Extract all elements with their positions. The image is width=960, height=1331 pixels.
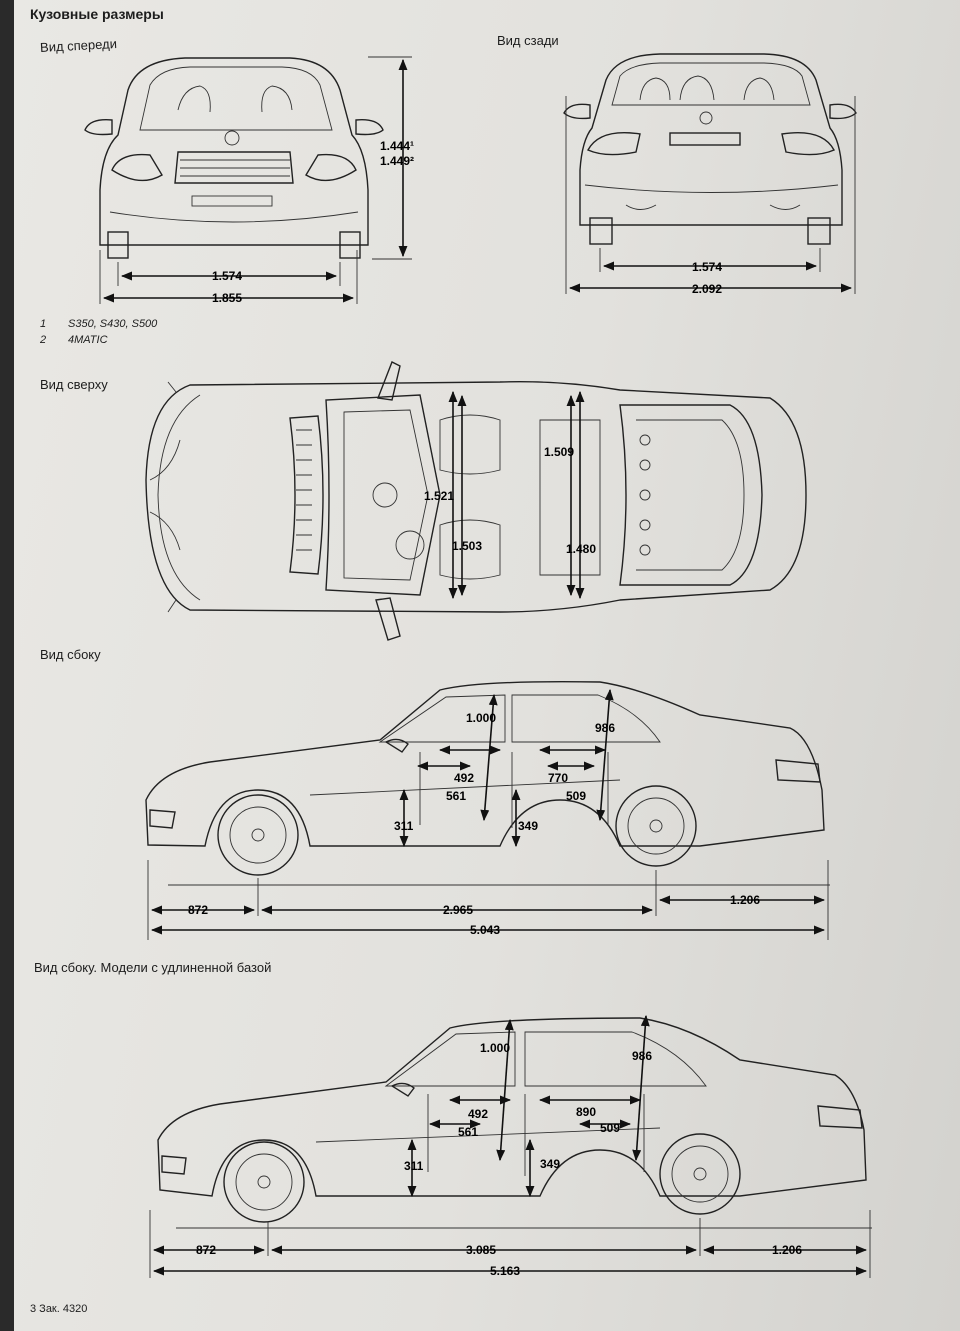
side-length-label: 5.043 (470, 923, 500, 937)
side-view-dimensions (147, 688, 830, 940)
footnote-1-text: S350, S430, S500 (68, 318, 158, 330)
long-front-headroom-label: 1.000 (480, 1041, 510, 1055)
top-front-width-label: 1.521 (424, 489, 454, 503)
rear-width-label: 2.092 (692, 282, 722, 296)
side-rear-legroom-label: 770 (548, 771, 568, 785)
side-front-headroom-label: 1.000 (466, 711, 496, 725)
side-view-car (145, 680, 825, 876)
top-view-car (145, 361, 807, 641)
side-front-overhang-label: 872 (188, 903, 208, 917)
rear-view-car (563, 53, 857, 245)
footnote-2-number: 2 (40, 334, 47, 346)
side-rear-seat-height-label: 349 (518, 819, 538, 833)
label-rear-view: Вид сзади (497, 33, 559, 48)
long-rear-seat-height-label: 349 (540, 1157, 560, 1171)
top-rear-shoulder-label: 1.480 (566, 542, 596, 556)
long-front-seat-label: 561 (458, 1125, 478, 1139)
side-rear-headroom-label: 986 (595, 721, 615, 735)
footnote-1-number: 1 (40, 318, 47, 330)
side-long-view-dimensions (149, 1014, 872, 1278)
rear-view-dimensions (565, 96, 856, 294)
front-height-label-2: 1.449² (380, 154, 414, 168)
side-front-seat-label: 561 (446, 789, 466, 803)
side-rear-seat-label: 509 (566, 789, 586, 803)
front-height-label-1: 1.444¹ (380, 139, 414, 153)
label-top-view: Вид сверху (40, 377, 108, 392)
label-side-view: Вид сбоку (40, 647, 101, 662)
top-front-shoulder-label: 1.503 (452, 539, 482, 553)
side-front-seat-height-label: 311 (394, 819, 414, 833)
front-track-label: 1.574 (212, 269, 242, 283)
label-side-long-view: Вид сбоку. Модели с удлиненной базой (34, 960, 272, 975)
front-view-car (84, 57, 384, 259)
side-front-legroom-label: 492 (454, 771, 474, 785)
long-length-label: 5.163 (490, 1264, 520, 1278)
top-rear-seat-width-label: 1.509 (544, 445, 574, 459)
long-front-overhang-label: 872 (196, 1243, 216, 1257)
long-rear-headroom-label: 986 (632, 1049, 652, 1063)
side-long-view-car (157, 1017, 867, 1223)
long-rear-legroom-label: 890 (576, 1105, 596, 1119)
rear-track-label: 1.574 (692, 260, 722, 274)
side-rear-overhang-label: 1.206 (730, 893, 760, 907)
long-front-seat-height-label: 311 (404, 1159, 424, 1173)
page-title: Кузовные размеры (30, 6, 164, 22)
book-spine (0, 0, 14, 1331)
long-front-legroom-label: 492 (468, 1107, 488, 1121)
long-rear-overhang-label: 1.206 (772, 1243, 802, 1257)
long-rear-seat-label: 509 (600, 1121, 620, 1135)
top-view-dimensions (448, 390, 585, 600)
long-wheelbase-label: 3.085 (466, 1243, 496, 1257)
side-wheelbase-label: 2.965 (443, 903, 473, 917)
front-view-dimensions (99, 56, 412, 304)
front-width-label: 1.855 (212, 291, 242, 305)
footnote-2-text: 4MATIC (68, 334, 108, 346)
page-footer-mark: 3 Зак. 4320 (30, 1303, 88, 1315)
